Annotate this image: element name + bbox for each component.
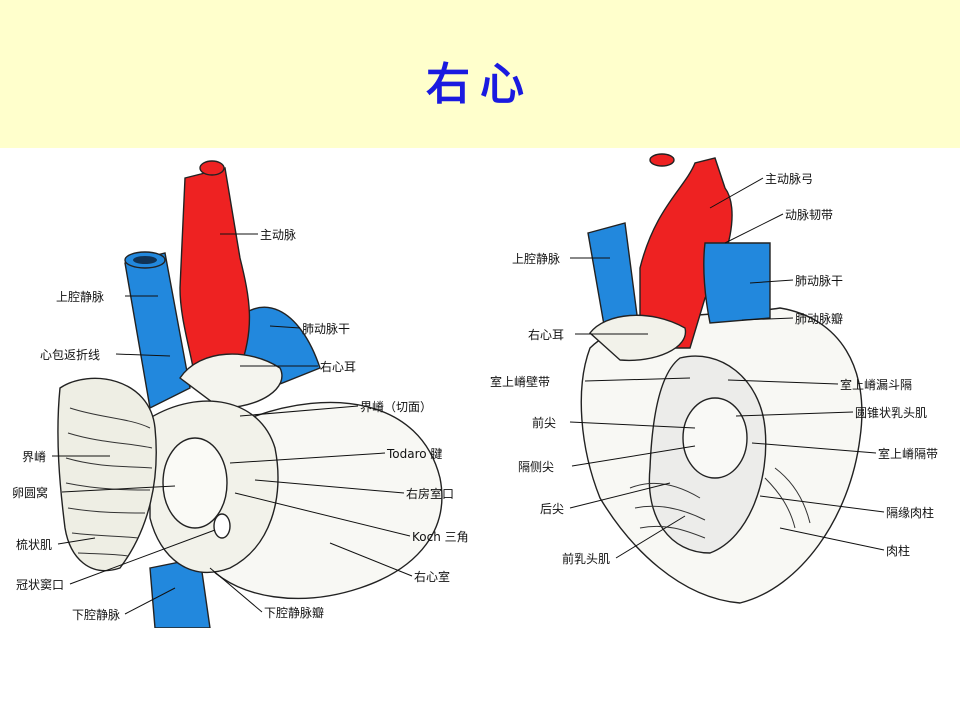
label-right-av-orifice: 右房室口 bbox=[406, 486, 454, 501]
label-anterior-cusp: 前尖 bbox=[532, 415, 556, 430]
aorta-vessel bbox=[179, 167, 251, 379]
aorta-branch bbox=[199, 160, 225, 176]
label-koch-triangle: Koch 三角 bbox=[412, 530, 469, 544]
label-ivc: 下腔静脉 bbox=[72, 607, 120, 622]
tricuspid-orifice bbox=[682, 397, 748, 479]
label-aorta: 主动脉 bbox=[260, 227, 296, 242]
pulmonary-trunk-vessel bbox=[703, 242, 771, 324]
label-infundibular-septum: 室上嵴漏斗隔 bbox=[840, 377, 912, 392]
label-crista-terminalis: 界嵴 bbox=[22, 450, 46, 464]
title-banner bbox=[0, 0, 960, 148]
label-pulmonary-trunk: 肺动脉干 bbox=[302, 321, 350, 336]
label-posterior-cusp: 后尖 bbox=[540, 502, 564, 516]
label-right-auricle: 右心耳 bbox=[528, 327, 564, 342]
label-svc: 上腔静脉 bbox=[512, 251, 560, 266]
label-svc: 上腔静脉 bbox=[56, 289, 104, 304]
right-ventricle-diagram: 主动脉弓 动脉韧带 上腔静脉 肺动脉干 肺动脉瓣 右心耳 室上嵴壁带 室上嵴漏斗… bbox=[480, 148, 960, 628]
label-septomarginal-trabecula: 隔缘肉柱 bbox=[886, 505, 934, 520]
label-pulmonary-valve: 肺动脉瓣 bbox=[795, 311, 843, 326]
label-crista-terminalis-cut: 界嵴（切面） bbox=[360, 400, 432, 414]
label-arterial-ligament: 动脉韧带 bbox=[785, 207, 833, 222]
atrial-flap bbox=[57, 377, 157, 572]
label-trabeculae: 肉柱 bbox=[886, 543, 910, 558]
label-septal-band: 室上嵴隔带 bbox=[878, 446, 938, 461]
label-right-ventricle: 右心室 bbox=[414, 569, 450, 584]
label-pulmonary-trunk: 肺动脉干 bbox=[795, 273, 843, 288]
right-auricle-shape bbox=[179, 353, 283, 409]
fossa-ovalis-shape bbox=[162, 437, 228, 529]
label-anterior-papillary: 前乳头肌 bbox=[562, 551, 610, 566]
label-parietal-band: 室上嵴壁带 bbox=[490, 374, 550, 389]
coronary-sinus-shape bbox=[213, 513, 231, 539]
right-atrium-figure: 主动脉 上腔静脉 肺动脉干 心包返折线 右心耳 界嵴（切面） Todaro 腱 … bbox=[12, 160, 469, 628]
label-septal-cusp: 隔侧尖 bbox=[518, 460, 554, 474]
label-todaro-tendon: Todaro 腱 bbox=[386, 447, 442, 461]
right-ventricle-figure: 主动脉弓 动脉韧带 上腔静脉 肺动脉干 肺动脉瓣 右心耳 室上嵴壁带 室上嵴漏斗… bbox=[490, 153, 938, 604]
right-auricle-shape bbox=[589, 314, 687, 362]
right-atrium-diagram: 主动脉 上腔静脉 肺动脉干 心包返折线 右心耳 界嵴（切面） Todaro 腱 … bbox=[0, 148, 480, 628]
label-conus-papillary: 圆锥状乳头肌 bbox=[855, 406, 927, 420]
label-ivc-valve: 下腔静脉瓣 bbox=[264, 605, 324, 620]
label-fossa-ovalis: 卵圆窝 bbox=[12, 485, 48, 500]
page-title: 右心 bbox=[426, 59, 534, 110]
label-pectinate-muscles: 梳状肌 bbox=[16, 537, 52, 552]
label-aortic-arch: 主动脉弓 bbox=[765, 171, 813, 186]
label-coronary-sinus-orifice: 冠状窦口 bbox=[16, 578, 64, 592]
label-pericardial-reflection: 心包返折线 bbox=[40, 347, 100, 362]
label-right-auricle: 右心耳 bbox=[320, 359, 356, 374]
